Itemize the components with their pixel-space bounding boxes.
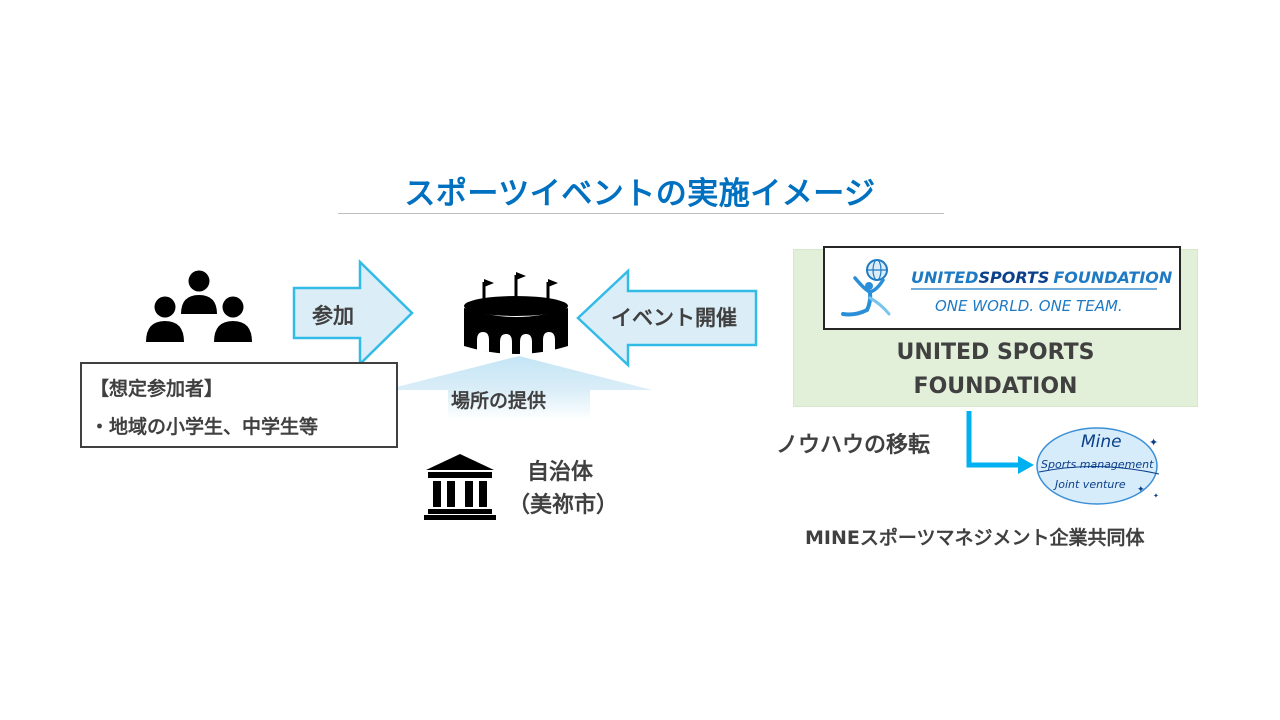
participants-box: [80, 362, 398, 448]
usf-name-line1: UNITED SPORTS: [896, 340, 1095, 365]
municipality-city: （美祢市）: [508, 493, 619, 518]
participants-heading: 【想定参加者】: [90, 378, 224, 400]
usf-name-line2: FOUNDATION: [913, 374, 1078, 399]
mine-jv-logo: Mine Sports management Joint venture ✦ ✦…: [1036, 427, 1160, 505]
jv-name: MINEスポーツマネジメント企業共同体: [805, 527, 1145, 549]
stadium-icon: [464, 272, 568, 355]
participate-arrow: [292, 259, 414, 367]
government-building-icon: [424, 454, 496, 520]
knowhow-transfer-label: ノウハウの移転: [776, 433, 931, 458]
participants-item: ・地域の小学生、中学生等: [90, 416, 319, 438]
title-underline: [338, 213, 944, 214]
mine-logo-joint-venture: Joint venture: [1053, 478, 1126, 491]
mine-logo-title: Mine: [1081, 432, 1122, 452]
venue-provision-label: 場所の提供: [451, 390, 547, 412]
knowhow-connector-arrow: [966, 411, 1034, 474]
page-title: スポーツイベントの実施イメージ: [404, 176, 876, 212]
svg-text:✦: ✦: [1137, 485, 1145, 495]
svg-text:✦: ✦: [1149, 436, 1158, 449]
host-event-arrow: [576, 268, 758, 368]
host-event-label: イベント開催: [611, 306, 737, 330]
svg-text:✦: ✦: [1153, 492, 1159, 500]
people-group-icon: [146, 270, 252, 342]
participate-label: 参加: [312, 304, 354, 328]
municipality-name: 自治体: [527, 460, 594, 485]
venue-provision-arrow: [385, 356, 652, 420]
usf-logo-tagline: ONE WORLD. ONE TEAM.: [935, 297, 1123, 315]
